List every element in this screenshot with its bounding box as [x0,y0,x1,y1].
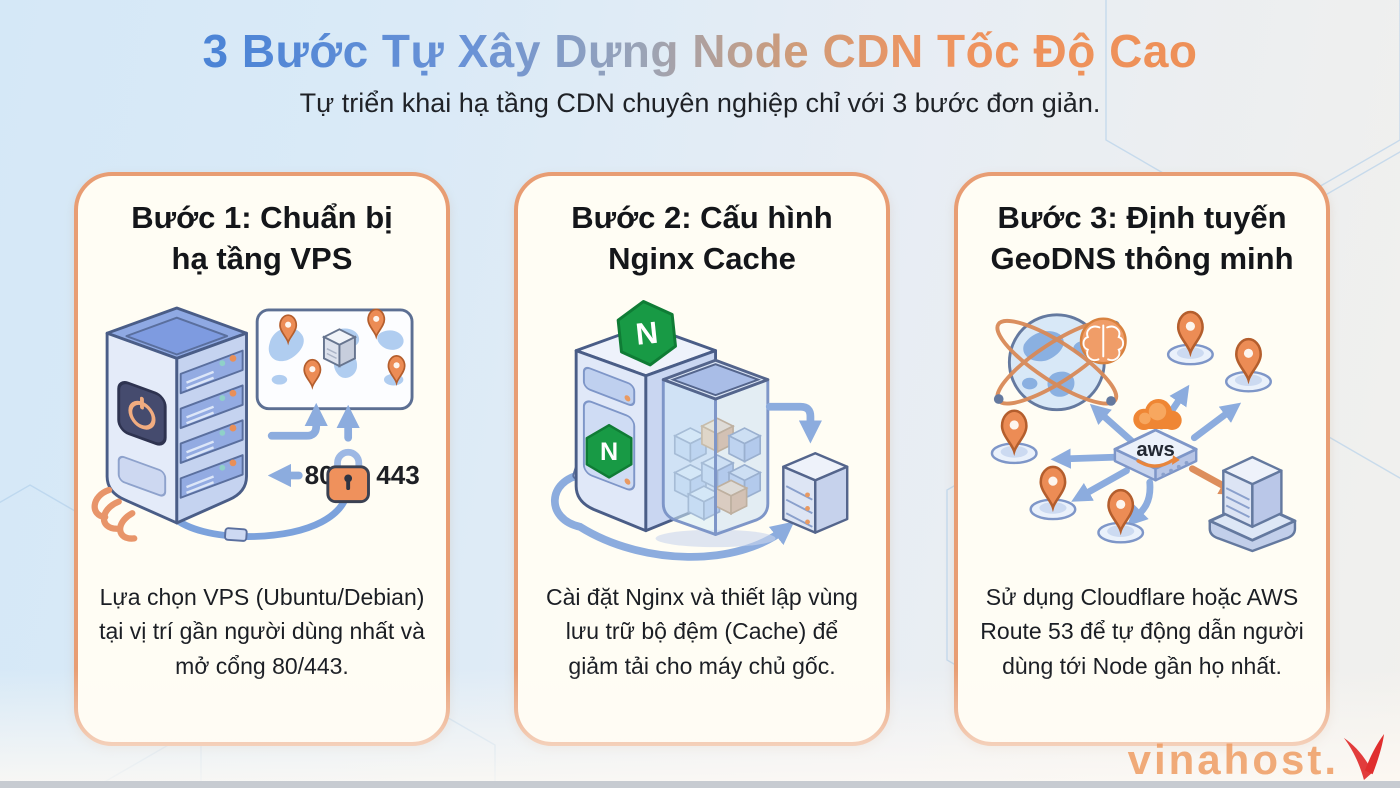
step-3-illustration: aws [958,282,1326,578]
arrow-icon [1050,448,1121,469]
cable-icon [169,480,352,540]
vinahost-logo: vinahost. [1128,732,1386,784]
cloudflare-icon [1133,398,1182,430]
arrow-icon [1127,478,1154,527]
nginx-logo-icon: N [585,423,633,479]
step-2-illustration: N N [518,282,886,578]
step-3-title: Bước 3: Định tuyến GeoDNS thông minh [990,198,1293,280]
vinahost-v-icon [1343,734,1385,781]
nginx-cache-illustration: N N [551,296,849,561]
page-subtitle: Tự triển khai hạ tầng CDN chuyên nghiệp … [299,88,1101,118]
vinahost-wordmark: vinahost. [1127,736,1339,783]
server-tower-icon [105,306,248,525]
step-2-title: Bước 2: Cấu hình Nginx Cache [571,198,833,280]
power-icon [128,396,156,430]
step-card-2: Bước 2: Cấu hình Nginx Cache [514,172,890,746]
nginx-letter: N [600,438,618,466]
aws-logo-label: aws [1136,439,1174,461]
world-map-icon [255,308,414,410]
step-1-title: Bước 1: Chuẩn bị hạ tầng VPS [131,198,393,280]
location-pin-icon [1225,337,1272,393]
arrow-icon [1190,402,1242,441]
location-pin-icon [990,409,1038,464]
server-tower-icon: N N [574,296,718,532]
padlock-icon [326,448,370,503]
aws-chip-icon: aws [1113,428,1198,482]
server-slats [179,349,244,499]
arrow-icon [765,402,823,444]
step-3-title-line1: Bước 3: Định tuyến [997,200,1287,235]
routing-arrows [1050,384,1242,527]
step-1-title-line2: hạ tầng VPS [171,240,353,276]
power-button [117,380,167,446]
globe-icon [993,313,1127,411]
step-card-1: Bước 1: Chuẩn bị hạ tầng VPS [74,172,450,746]
step-1-description: Lựa chọn VPS (Ubuntu/Debian) tại vị trí … [99,583,425,679]
edge-node-icon [321,328,358,368]
step-3-title-line2: GeoDNS thông minh [990,240,1294,276]
location-pin-icon [1029,465,1077,521]
step-1-title-line1: Bước 1: Chuẩn bị [131,200,393,235]
cable-icon [91,486,138,542]
arrow-icon [1089,403,1136,445]
bottom-strip [0,781,1400,788]
step-card-3: Bước 3: Định tuyến GeoDNS thông minh [954,172,1330,746]
step-2-description: Cài đặt Nginx và thiết lập vùng lưu trữ … [546,583,858,679]
arrow-icon [267,402,328,440]
port-443-label: 443 [376,460,420,490]
location-pin-icon [1166,310,1214,366]
step-1-illustration: 80 443 [78,282,446,578]
arrow-icon [1071,467,1130,502]
nginx-logo-icon: N [614,296,679,370]
cache-container-icon [655,358,776,547]
vps-illustration: 80 443 [91,306,420,542]
aws-smile [1136,458,1175,468]
step-2-title-line2: Nginx Cache [608,240,796,276]
page-title: 3 Bước Tự Xây Dựng Node CDN Tốc Độ Cao [0,24,1400,78]
geodns-illustration: aws [990,310,1297,553]
origin-server-icon [782,451,849,534]
nginx-letter: N [634,315,660,352]
port-arrows: 80 443 [267,402,420,503]
origin-server-icon [1208,455,1297,553]
cable-connector [224,527,248,542]
vent-panel [117,455,167,497]
steps-row: Bước 1: Chuẩn bị hạ tầng VPS [74,172,1330,746]
step-3-description: Sử dụng Cloudflare hoặc AWS Route 53 để … [980,583,1304,679]
arrow-icon [551,470,795,561]
brain-icon [1079,317,1127,365]
step-2-title-line1: Bước 2: Cấu hình [571,200,833,235]
